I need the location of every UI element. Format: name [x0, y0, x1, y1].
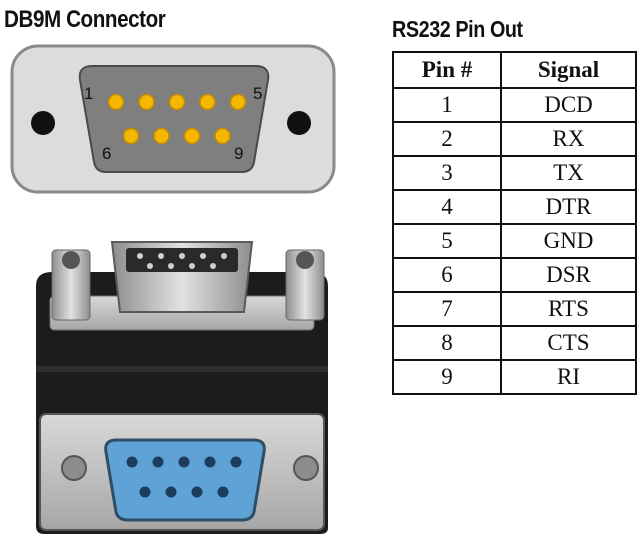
- signal-cell: DTR: [500, 189, 637, 225]
- female-socket: [126, 456, 138, 468]
- pin-3: [168, 93, 186, 111]
- pin-6: [122, 127, 140, 145]
- male-pin: [179, 253, 185, 259]
- female-insert: [104, 438, 266, 522]
- signal-cell: DSR: [500, 257, 637, 293]
- pin-number-cell: 9: [392, 359, 502, 395]
- signal-cell: RTS: [500, 291, 637, 327]
- female-screw-right: [293, 455, 319, 481]
- male-pin: [210, 263, 216, 269]
- signal-cell: RX: [500, 121, 637, 157]
- male-pin: [200, 253, 206, 259]
- male-pin: [168, 263, 174, 269]
- mounting-hole-right: [287, 111, 311, 135]
- jackscrew-right-hole: [296, 251, 314, 269]
- db9-right-angle-adapter-illustration: [36, 241, 328, 534]
- signal-cell: CTS: [500, 325, 637, 361]
- pin-number-cell: 5: [392, 223, 502, 259]
- female-socket: [191, 486, 203, 498]
- pin-8: [183, 127, 201, 145]
- male-pin: [147, 263, 153, 269]
- pin-number-cell: 7: [392, 291, 502, 327]
- female-socket: [165, 486, 177, 498]
- pin-label-6: 6: [102, 144, 111, 163]
- db9-connector-diagram: 1 5 6 9: [10, 44, 336, 194]
- pin-label-9: 9: [234, 144, 243, 163]
- pin-9: [214, 127, 231, 145]
- female-socket: [152, 456, 164, 468]
- jackscrew-left-hole: [62, 251, 80, 269]
- connector-title: DB9M Connector: [4, 6, 166, 33]
- male-pin-insert: [126, 248, 238, 272]
- pin-label-1: 1: [84, 84, 93, 103]
- connector-face: [78, 65, 270, 173]
- male-pin: [137, 253, 143, 259]
- pinout-title: RS232 Pin Out: [392, 16, 523, 42]
- mounting-hole-left: [31, 111, 55, 135]
- pin-label-5: 5: [253, 84, 262, 103]
- pin-number-cell: 1: [392, 87, 502, 123]
- column-header-signal: Signal: [500, 51, 637, 89]
- pin-number-cell: 6: [392, 257, 502, 293]
- table-header-row: Pin # Signal: [392, 51, 637, 89]
- adapter-body-groove: [36, 366, 328, 372]
- pin-7: [153, 127, 170, 145]
- signal-cell: TX: [500, 155, 637, 191]
- female-screw-left: [61, 455, 87, 481]
- column-header-pin: Pin #: [392, 51, 502, 89]
- pin-4: [199, 93, 216, 111]
- signal-cell: RI: [500, 359, 637, 395]
- male-pin: [158, 253, 164, 259]
- pin-number-cell: 2: [392, 121, 502, 157]
- pin-1: [107, 93, 125, 111]
- pin-5: [229, 93, 247, 111]
- signal-cell: DCD: [500, 87, 637, 123]
- jackscrew-right: [285, 249, 325, 321]
- female-socket: [230, 456, 242, 468]
- female-socket: [178, 456, 190, 468]
- female-socket: [217, 486, 229, 498]
- male-pin: [189, 263, 195, 269]
- pin-number-cell: 8: [392, 325, 502, 361]
- pin-number-cell: 3: [392, 155, 502, 191]
- female-socket: [139, 486, 151, 498]
- pin-number-cell: 4: [392, 189, 502, 225]
- signal-cell: GND: [500, 223, 637, 259]
- jackscrew-left: [51, 249, 91, 321]
- male-pin: [221, 253, 227, 259]
- pin-2: [138, 93, 155, 111]
- female-socket: [204, 456, 216, 468]
